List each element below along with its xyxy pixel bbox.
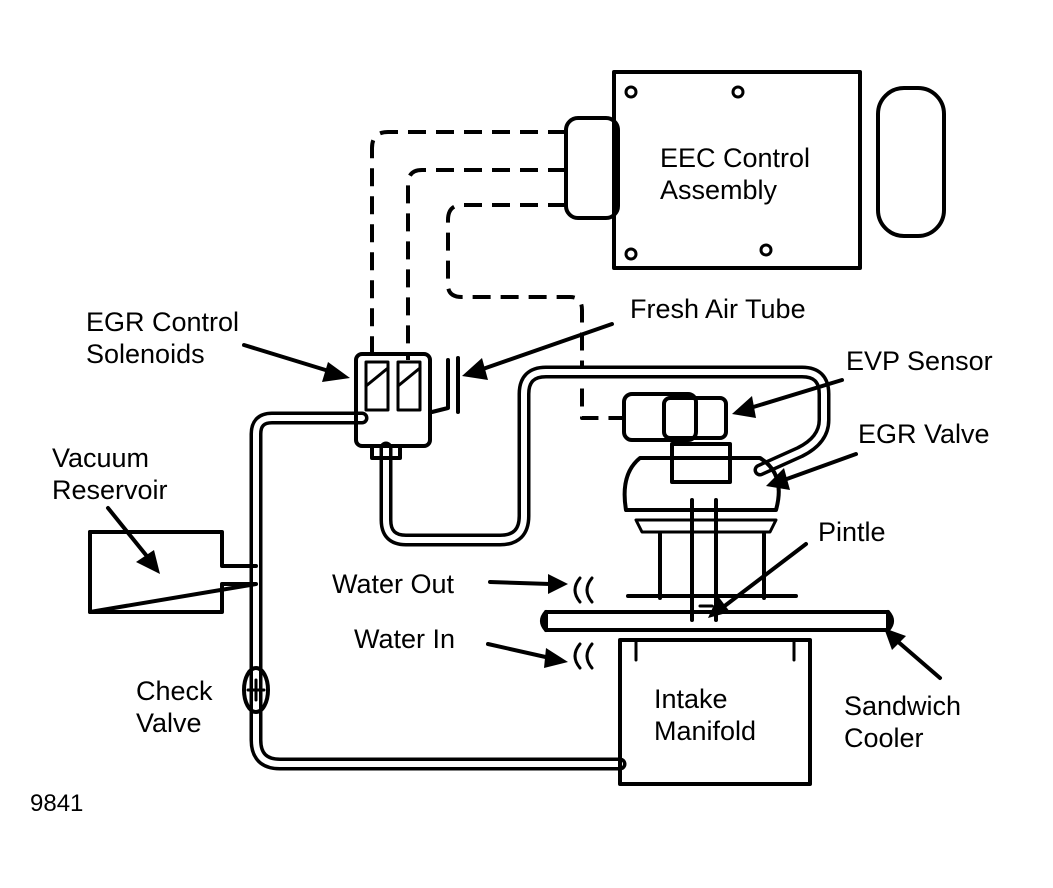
mount-hole-icon xyxy=(624,85,638,99)
pintle-label: Pintle xyxy=(818,517,886,547)
mount-hole-icon xyxy=(624,247,638,261)
mount-hole-icon xyxy=(759,243,773,257)
electrical-wiring xyxy=(370,130,624,420)
evp-sensor-label: EVP Sensor xyxy=(846,346,993,376)
water-in-pipe xyxy=(573,642,594,670)
evp-sensor-body xyxy=(622,392,698,442)
water-out-label: Water Out xyxy=(332,569,455,599)
eec-housing xyxy=(612,70,862,270)
mount-hole-icon xyxy=(731,85,745,99)
water-out-pipe xyxy=(573,576,594,604)
eec-control-assembly-label: EEC Control Assembly xyxy=(660,143,811,205)
vacuum-lines xyxy=(249,356,831,771)
egr-valve-diaphragm xyxy=(622,456,781,512)
egr-valve-label: EGR Valve xyxy=(858,419,990,449)
check-valve-unit xyxy=(242,666,270,714)
callout-arrows xyxy=(106,322,942,680)
sandwich-cooler-label: Sandwich Cooler xyxy=(844,691,962,753)
vacuum-reservoir-unit xyxy=(88,530,258,614)
fresh-air-tube-label: Fresh Air Tube xyxy=(630,294,806,324)
intake-manifold-body xyxy=(618,638,812,786)
figure-number: 9841 xyxy=(30,790,84,817)
egr-valve-assembly xyxy=(622,392,781,622)
fresh-air-tube xyxy=(430,358,450,414)
vacuum-reservoir-label: Vacuum Reservoir xyxy=(52,443,168,505)
egr-control-solenoids-label: EGR Control Solenoids xyxy=(86,307,240,369)
water-in-label: Water In xyxy=(354,624,456,654)
eec-control-assembly-unit xyxy=(564,70,946,270)
egr-control-solenoids-unit xyxy=(354,352,432,460)
pintle-shaft xyxy=(690,498,718,622)
check-valve-label: Check Valve xyxy=(136,676,213,738)
intake-manifold-label: Intake Manifold xyxy=(654,684,757,746)
